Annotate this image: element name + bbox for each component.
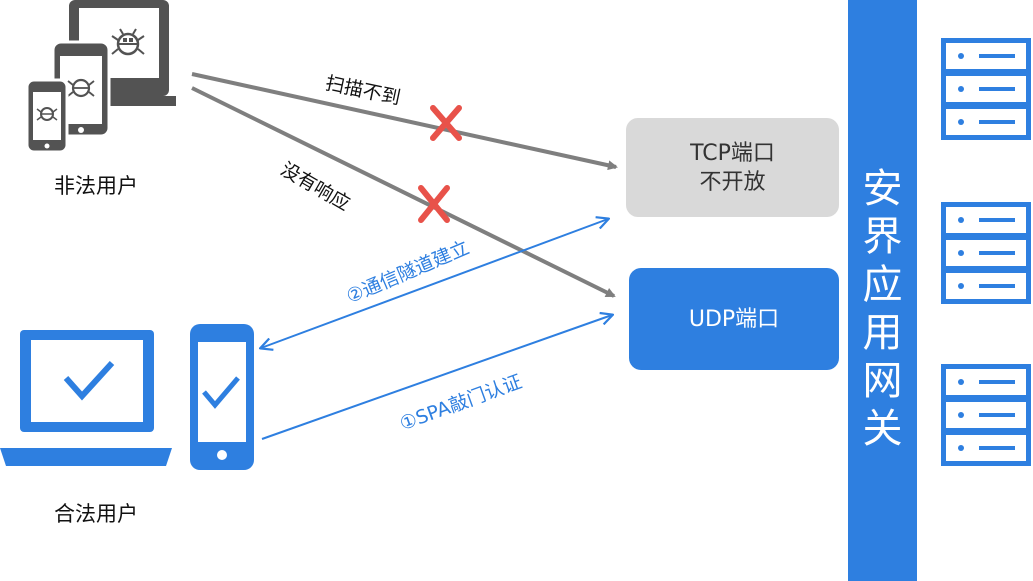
spa-arrow xyxy=(261,315,612,440)
server-icon xyxy=(941,364,1031,466)
server-icon xyxy=(941,38,1031,140)
legal-laptop-icon xyxy=(0,330,172,466)
tcp-port-label: TCP端口 xyxy=(690,140,775,166)
blocked-cross-icon xyxy=(430,105,462,141)
legal-phone-icon xyxy=(190,324,254,470)
tcp-port-box: TCP端口 不开放 xyxy=(626,118,839,217)
illegal-devices-icon xyxy=(25,0,176,154)
illegal-user-label: 非法用户 xyxy=(54,174,138,198)
tunnel-arrow xyxy=(261,219,608,348)
virus-bug-icon xyxy=(67,78,95,98)
virus-bug-icon xyxy=(111,28,145,56)
illegal-phone-icon xyxy=(25,78,69,154)
gateway-label: 安界应用网关 xyxy=(862,166,903,452)
legal-user-label: 合法用户 xyxy=(54,502,138,526)
udp-port-box: UDP端口 xyxy=(629,268,839,370)
server-icon xyxy=(941,202,1031,304)
check-icon xyxy=(202,376,240,409)
gateway-bar: 安界应用网关 xyxy=(848,0,917,581)
scan-arrow xyxy=(191,72,618,171)
blocked-cross-icon xyxy=(418,185,450,223)
udp-port-label: UDP端口 xyxy=(688,306,780,332)
tcp-port-status: 不开放 xyxy=(699,169,766,195)
check-icon xyxy=(63,360,115,401)
virus-bug-icon xyxy=(36,107,58,121)
